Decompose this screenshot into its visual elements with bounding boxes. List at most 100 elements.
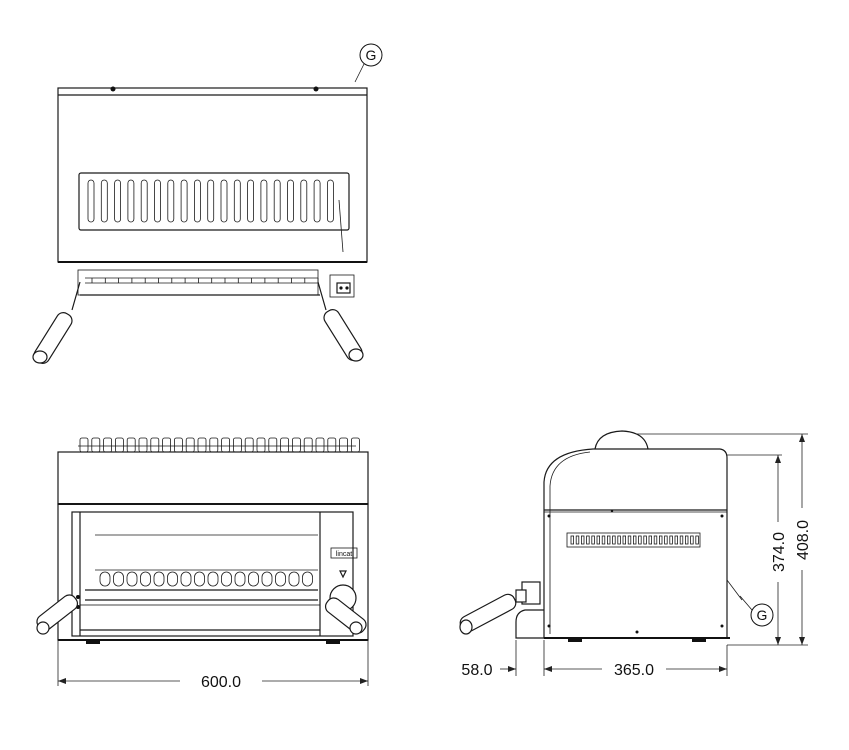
side-vent-slot <box>643 535 647 545</box>
left-handle <box>32 281 81 364</box>
vent-slots <box>87 179 334 223</box>
burner-cell <box>275 571 286 587</box>
side-vent-slot <box>581 535 585 545</box>
drip-tray <box>79 604 321 631</box>
burner-cell <box>261 571 273 587</box>
front-left-handle <box>36 594 79 635</box>
burner-cell <box>99 571 111 587</box>
side-vent-slot <box>601 535 606 545</box>
dimension-handle: 58.0 <box>461 662 492 679</box>
vent-slot <box>114 179 121 223</box>
burner-cell <box>248 571 259 587</box>
dimension-width: 600.0 <box>201 674 241 691</box>
side-vent-slot <box>669 535 673 545</box>
burner-cell <box>288 571 300 587</box>
side-vent-slot <box>622 535 626 545</box>
side-view: G 374.0 408.0 58.0 365.0 <box>459 430 812 679</box>
burner-cell <box>180 571 192 587</box>
side-handle <box>459 581 541 635</box>
vent-slot <box>207 179 215 223</box>
front-right-handle <box>324 597 367 635</box>
vent-panel <box>78 172 350 231</box>
front-cavity <box>71 511 354 637</box>
side-vent-slot <box>659 535 663 545</box>
svg-text:G: G <box>757 607 768 623</box>
side-vent-slot <box>653 535 658 545</box>
dimension-depth: 365.0 <box>614 662 654 679</box>
vent-slot <box>300 179 308 223</box>
grille-tooth <box>150 437 160 453</box>
side-vent-slot <box>633 535 637 545</box>
burner-cell <box>221 571 232 587</box>
side-vent-slots <box>570 535 699 545</box>
side-vent-slot <box>674 535 678 545</box>
grille-tooth <box>303 437 313 453</box>
side-vent-slot <box>612 535 616 545</box>
grille-tooth <box>291 437 301 453</box>
vent-slot <box>193 179 201 223</box>
grille-tooth <box>315 437 325 453</box>
callout-g-top: G <box>354 43 383 83</box>
front-hood <box>57 451 369 505</box>
side-vent-slot <box>679 535 684 545</box>
brand-logo-badge <box>330 547 358 559</box>
side-vent-slot <box>690 535 694 545</box>
grille-tooth <box>79 437 89 453</box>
vent-slot <box>154 179 161 223</box>
vent-slot <box>273 179 281 223</box>
top-screw <box>110 86 116 92</box>
vent-slot <box>260 179 268 223</box>
vent-slot <box>233 179 241 223</box>
svg-text:G: G <box>366 47 377 63</box>
grille-tooth <box>209 437 219 453</box>
grille-tooth <box>173 437 183 453</box>
burner-cell <box>167 571 178 587</box>
knob-indicator <box>339 570 347 579</box>
grille-tooth <box>256 437 266 453</box>
grille-tooth <box>91 437 101 453</box>
brand-logo: lincat <box>336 551 352 558</box>
side-vent-slot <box>586 535 590 545</box>
burner-cell <box>302 571 313 587</box>
side-vent-slot <box>648 535 652 545</box>
vent-slot <box>220 179 228 223</box>
side-vent-slot <box>627 535 632 545</box>
grille-tooth <box>185 437 195 453</box>
vent-slot <box>127 179 135 223</box>
tray-rungs <box>91 278 319 283</box>
burner-cell <box>153 571 165 587</box>
vent-slot <box>247 179 255 223</box>
vent-slot <box>167 179 175 223</box>
grille-tooth <box>268 437 278 453</box>
grille-tooth <box>115 437 124 453</box>
side-vent-slot <box>591 535 595 545</box>
dimension-height-body: 374.0 <box>771 532 788 572</box>
side-vent-slot <box>695 535 699 545</box>
side-vent <box>566 532 701 548</box>
burner-cell <box>207 571 219 587</box>
burner-cell <box>234 571 246 587</box>
side-vent-slot <box>596 535 600 545</box>
vent-slot <box>287 179 294 223</box>
vent-slot <box>313 179 321 223</box>
grille-tooth <box>350 437 360 453</box>
control-box <box>329 274 355 298</box>
grille-tooth <box>138 437 148 453</box>
side-vent-slot <box>570 535 574 545</box>
vent-slot <box>100 179 108 223</box>
top-grille-teeth <box>78 437 360 453</box>
top-dome <box>594 430 649 450</box>
vent-slot <box>326 179 334 223</box>
side-vent-slot <box>685 535 689 545</box>
vent-slot <box>140 179 148 223</box>
burner-cell <box>140 571 151 587</box>
vent-slot <box>87 179 95 223</box>
burner-cell <box>113 571 124 587</box>
grille-tooth <box>162 437 172 453</box>
side-body <box>543 448 728 639</box>
side-vent-slot <box>607 535 611 545</box>
right-handle <box>317 281 364 362</box>
top-view: G <box>32 43 383 364</box>
side-vent-slot <box>617 535 621 545</box>
